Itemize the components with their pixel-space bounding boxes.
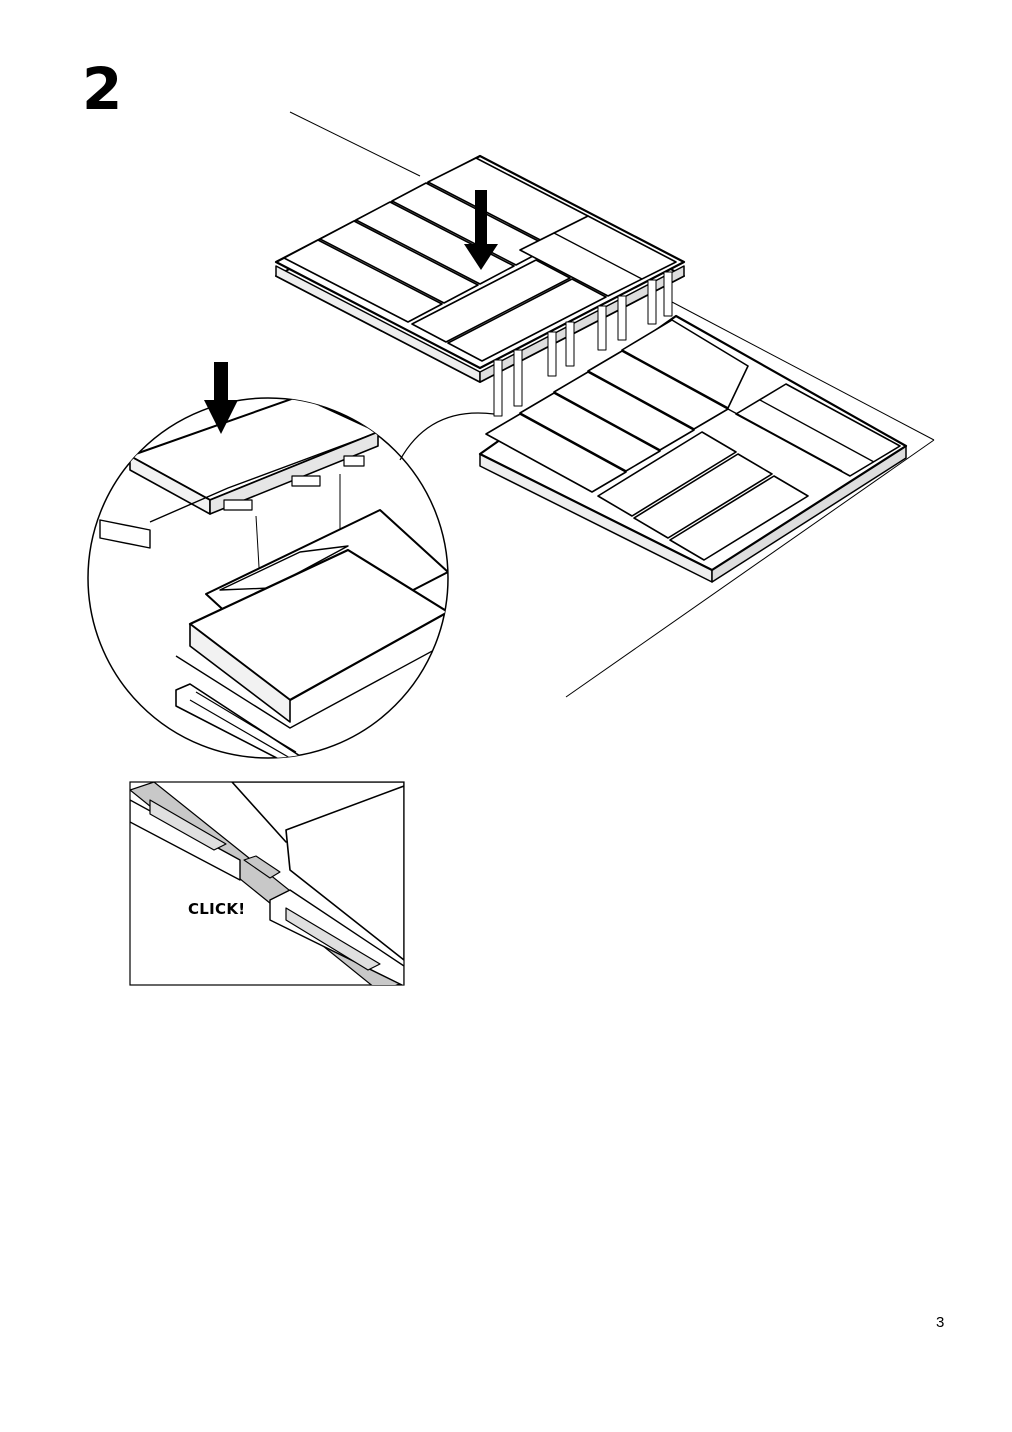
step-number: 2 [82,55,123,123]
click-label: CLICK! [188,900,246,918]
lower-deck-tile [478,314,908,583]
click-detail-box [129,781,405,986]
detail-down-arrow-icon [204,362,238,434]
page-number: 3 [936,1314,945,1331]
down-arrow-icon [464,190,498,270]
floor-guide-lines [289,111,935,698]
magnified-detail [87,397,495,759]
